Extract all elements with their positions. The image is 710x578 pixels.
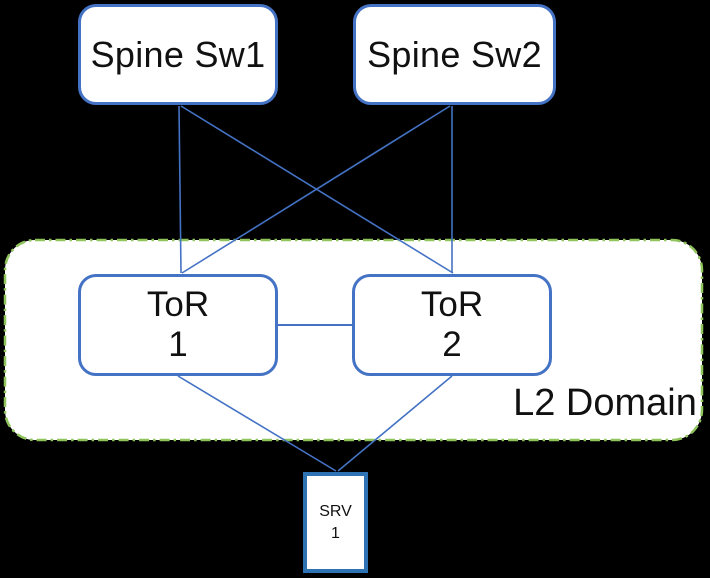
node-tor-1-number: 1	[168, 325, 188, 364]
edge-tor-2-srv-1	[337, 375, 453, 472]
l2-domain-label: L2 Domain	[513, 382, 697, 424]
node-srv-1-name: SRV	[319, 502, 352, 520]
node-tor-2-name: ToR	[420, 285, 484, 324]
node-tor-2: ToR 2	[352, 274, 552, 376]
edge-tor-1-srv-1	[177, 375, 337, 472]
node-srv-1: SRV 1	[303, 472, 368, 573]
node-spine-sw1: Spine Sw1	[78, 4, 278, 105]
node-spine-sw2-label: Spine Sw2	[367, 33, 542, 75]
node-tor-2-number: 2	[442, 325, 462, 364]
node-tor-1-name: ToR	[146, 285, 210, 324]
node-spine-sw2: Spine Sw2	[353, 4, 556, 105]
node-srv-1-number: 1	[331, 524, 340, 542]
edge-spine-sw1-tor-1	[178, 105, 182, 274]
node-tor-1: ToR 1	[78, 274, 278, 376]
edge-spine-sw2-tor-1	[181, 105, 451, 274]
node-spine-sw1-label: Spine Sw1	[90, 33, 266, 75]
